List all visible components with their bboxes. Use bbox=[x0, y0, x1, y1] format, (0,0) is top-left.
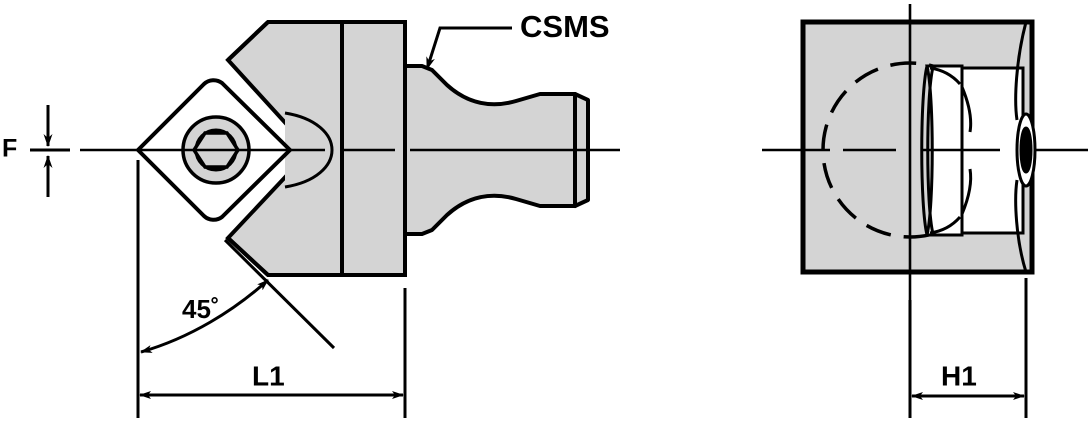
insert-tip-arc-bottom bbox=[929, 215, 962, 235]
end-view-screw-ellipse-inner bbox=[1019, 126, 1033, 174]
end-view-interior-arc-bottom bbox=[960, 168, 973, 215]
csms-leader-line bbox=[425, 26, 512, 70]
angle-reference-line bbox=[223, 238, 336, 350]
angle-label: 45˚ bbox=[182, 294, 220, 324]
insert-tip-arc-top bbox=[929, 66, 962, 86]
f-dimension-label: F bbox=[2, 135, 17, 163]
end-view-right-edge-line-upper bbox=[1014, 21, 1028, 121]
l1-dimension-group: L1 bbox=[136, 160, 407, 418]
end-view-right-edge-line-lower bbox=[1014, 179, 1028, 273]
f-dimension-group: F bbox=[2, 105, 70, 197]
insert-flank-edge-1 bbox=[920, 65, 929, 236]
side-view-group bbox=[80, 20, 620, 277]
body-bottom-chamfer bbox=[226, 236, 270, 277]
csms-annotation-group: CSMS bbox=[425, 9, 610, 70]
h1-dimension-label: H1 bbox=[941, 360, 977, 391]
end-view-interior-arc-top bbox=[960, 86, 973, 133]
angle-annotation-group: 45˚ bbox=[140, 238, 336, 354]
end-view-group bbox=[762, 4, 1088, 300]
h1-dimension-group: H1 bbox=[908, 278, 1028, 418]
csms-label: CSMS bbox=[520, 9, 610, 44]
body-top-chamfer bbox=[226, 20, 270, 62]
angle-arc bbox=[140, 278, 270, 354]
l1-dimension-label: L1 bbox=[252, 360, 285, 391]
